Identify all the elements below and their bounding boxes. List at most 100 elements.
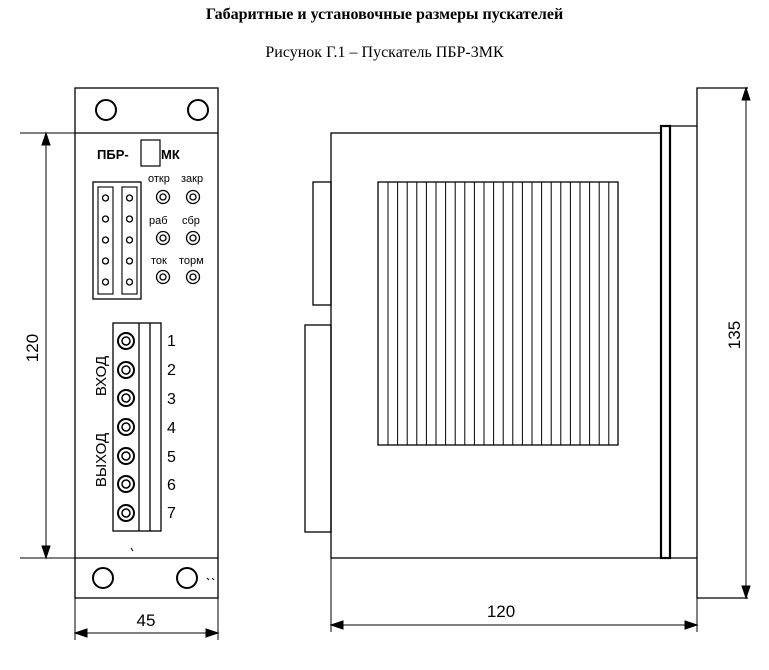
- terminal-number: 5: [167, 449, 176, 466]
- connector-pins: [101, 194, 134, 286]
- pin-icon: [125, 215, 134, 223]
- screw-head-icon: [121, 479, 131, 489]
- small-mark: [211, 577, 215, 581]
- pin-icon: [101, 257, 110, 265]
- terminal-number: 7: [167, 505, 176, 522]
- arrow-down-icon: [741, 585, 751, 600]
- small-mark: [130, 547, 134, 552]
- indicator-label: сбр: [182, 215, 200, 227]
- front-flange: [659, 124, 672, 560]
- mounting-hole-icon: [95, 99, 117, 121]
- terminal-number: 3: [167, 391, 176, 408]
- led-icon: [185, 269, 201, 285]
- led-icon: [185, 230, 201, 246]
- indicator-led: ток: [151, 255, 171, 285]
- screw-icon: [117, 418, 135, 436]
- dimension-value: 120: [487, 602, 515, 621]
- side-view: [304, 87, 748, 599]
- screw-icon: [117, 447, 135, 465]
- led-inner-icon: [189, 193, 197, 201]
- mounting-hole-icon: [176, 567, 198, 589]
- screw-icon: [117, 361, 135, 379]
- screw-head-icon: [121, 393, 131, 403]
- screw-head-icon: [121, 336, 131, 346]
- figure-caption: Рисунок Г.1 – Пускатель ПБР-3МК: [265, 44, 504, 61]
- pin-icon: [125, 236, 134, 244]
- arrow-left-icon: [329, 620, 344, 630]
- screw-icon: [117, 504, 135, 522]
- side-body-outline: [330, 132, 662, 559]
- connector-strip-left: [97, 186, 114, 295]
- indicator-label: раб: [149, 215, 168, 227]
- dimension-value: 135: [725, 321, 744, 349]
- arrow-up-icon: [741, 86, 751, 101]
- indicator-label: закр: [181, 173, 203, 185]
- connector-block: [92, 181, 142, 300]
- output-label: ВЫХОД: [93, 433, 110, 487]
- side-depth-dimension: 120: [329, 558, 699, 632]
- small-mark: [206, 577, 210, 581]
- indicator-label: ток: [151, 255, 167, 267]
- heatsink: [377, 181, 619, 446]
- model-label-left: ПБР-: [97, 147, 129, 162]
- screw-head-icon: [121, 422, 131, 432]
- led-inner-icon: [189, 273, 197, 281]
- mounting-hole-icon: [187, 99, 209, 121]
- screw-icon: [117, 475, 135, 493]
- indicator-led: откр: [148, 173, 171, 205]
- pin-icon: [125, 278, 134, 286]
- pin-icon: [101, 278, 110, 286]
- terminal-screws: [117, 332, 135, 522]
- heatsink-fins: [387, 182, 610, 445]
- screw-icon: [117, 389, 135, 407]
- front-view: ПБР- МК откр закр раб сбр то: [74, 87, 219, 599]
- side-height-dimension: 135: [725, 86, 751, 600]
- front-panel-outline: [74, 87, 219, 599]
- led-icon: [155, 230, 171, 246]
- led-icon: [185, 189, 201, 205]
- side-connector: [312, 181, 332, 306]
- pin-icon: [125, 257, 134, 265]
- screw-icon: [117, 332, 135, 350]
- arrow-right-icon: [205, 628, 220, 638]
- input-label: ВХОД: [93, 356, 110, 396]
- led-icon: [155, 269, 171, 285]
- side-terminal-block: [304, 324, 332, 533]
- pin-icon: [101, 194, 110, 202]
- dimension-value: 120: [23, 334, 42, 362]
- front-width-dimension: 45: [73, 598, 220, 640]
- led-inner-icon: [159, 193, 167, 201]
- arrow-up-icon: [41, 131, 51, 146]
- terminal-number: 4: [167, 420, 176, 437]
- pin-icon: [125, 194, 134, 202]
- pin-icon: [101, 236, 110, 244]
- led-inner-icon: [189, 234, 197, 242]
- indicator-led: раб: [149, 215, 171, 246]
- terminal-number: 1: [167, 333, 176, 350]
- terminal-number: 6: [167, 477, 176, 494]
- arrow-right-icon: [684, 620, 699, 630]
- indicator-led: закр: [181, 173, 203, 205]
- terminal-block: [112, 322, 162, 532]
- screw-head-icon: [121, 365, 131, 375]
- pin-icon: [101, 215, 110, 223]
- indicator-led: сбр: [182, 215, 201, 246]
- model-digit-window: [140, 139, 161, 167]
- document-title: Габаритные и установочные размеры пускат…: [205, 6, 564, 23]
- indicator-led: торм: [179, 255, 204, 285]
- led-inner-icon: [159, 273, 167, 281]
- model-label-right: МК: [161, 147, 180, 162]
- dimension-value: 45: [137, 611, 156, 630]
- screw-head-icon: [121, 451, 131, 461]
- arrow-down-icon: [41, 545, 51, 560]
- arrow-left-icon: [73, 628, 88, 638]
- front-height-dimension: 120: [20, 131, 75, 560]
- connector-strip-right: [121, 186, 138, 295]
- screw-head-icon: [121, 508, 131, 518]
- indicator-label: откр: [148, 173, 170, 185]
- indicator-label: торм: [179, 255, 204, 267]
- rear-profile: [670, 87, 748, 599]
- terminal-number: 2: [167, 362, 176, 379]
- led-inner-icon: [159, 234, 167, 242]
